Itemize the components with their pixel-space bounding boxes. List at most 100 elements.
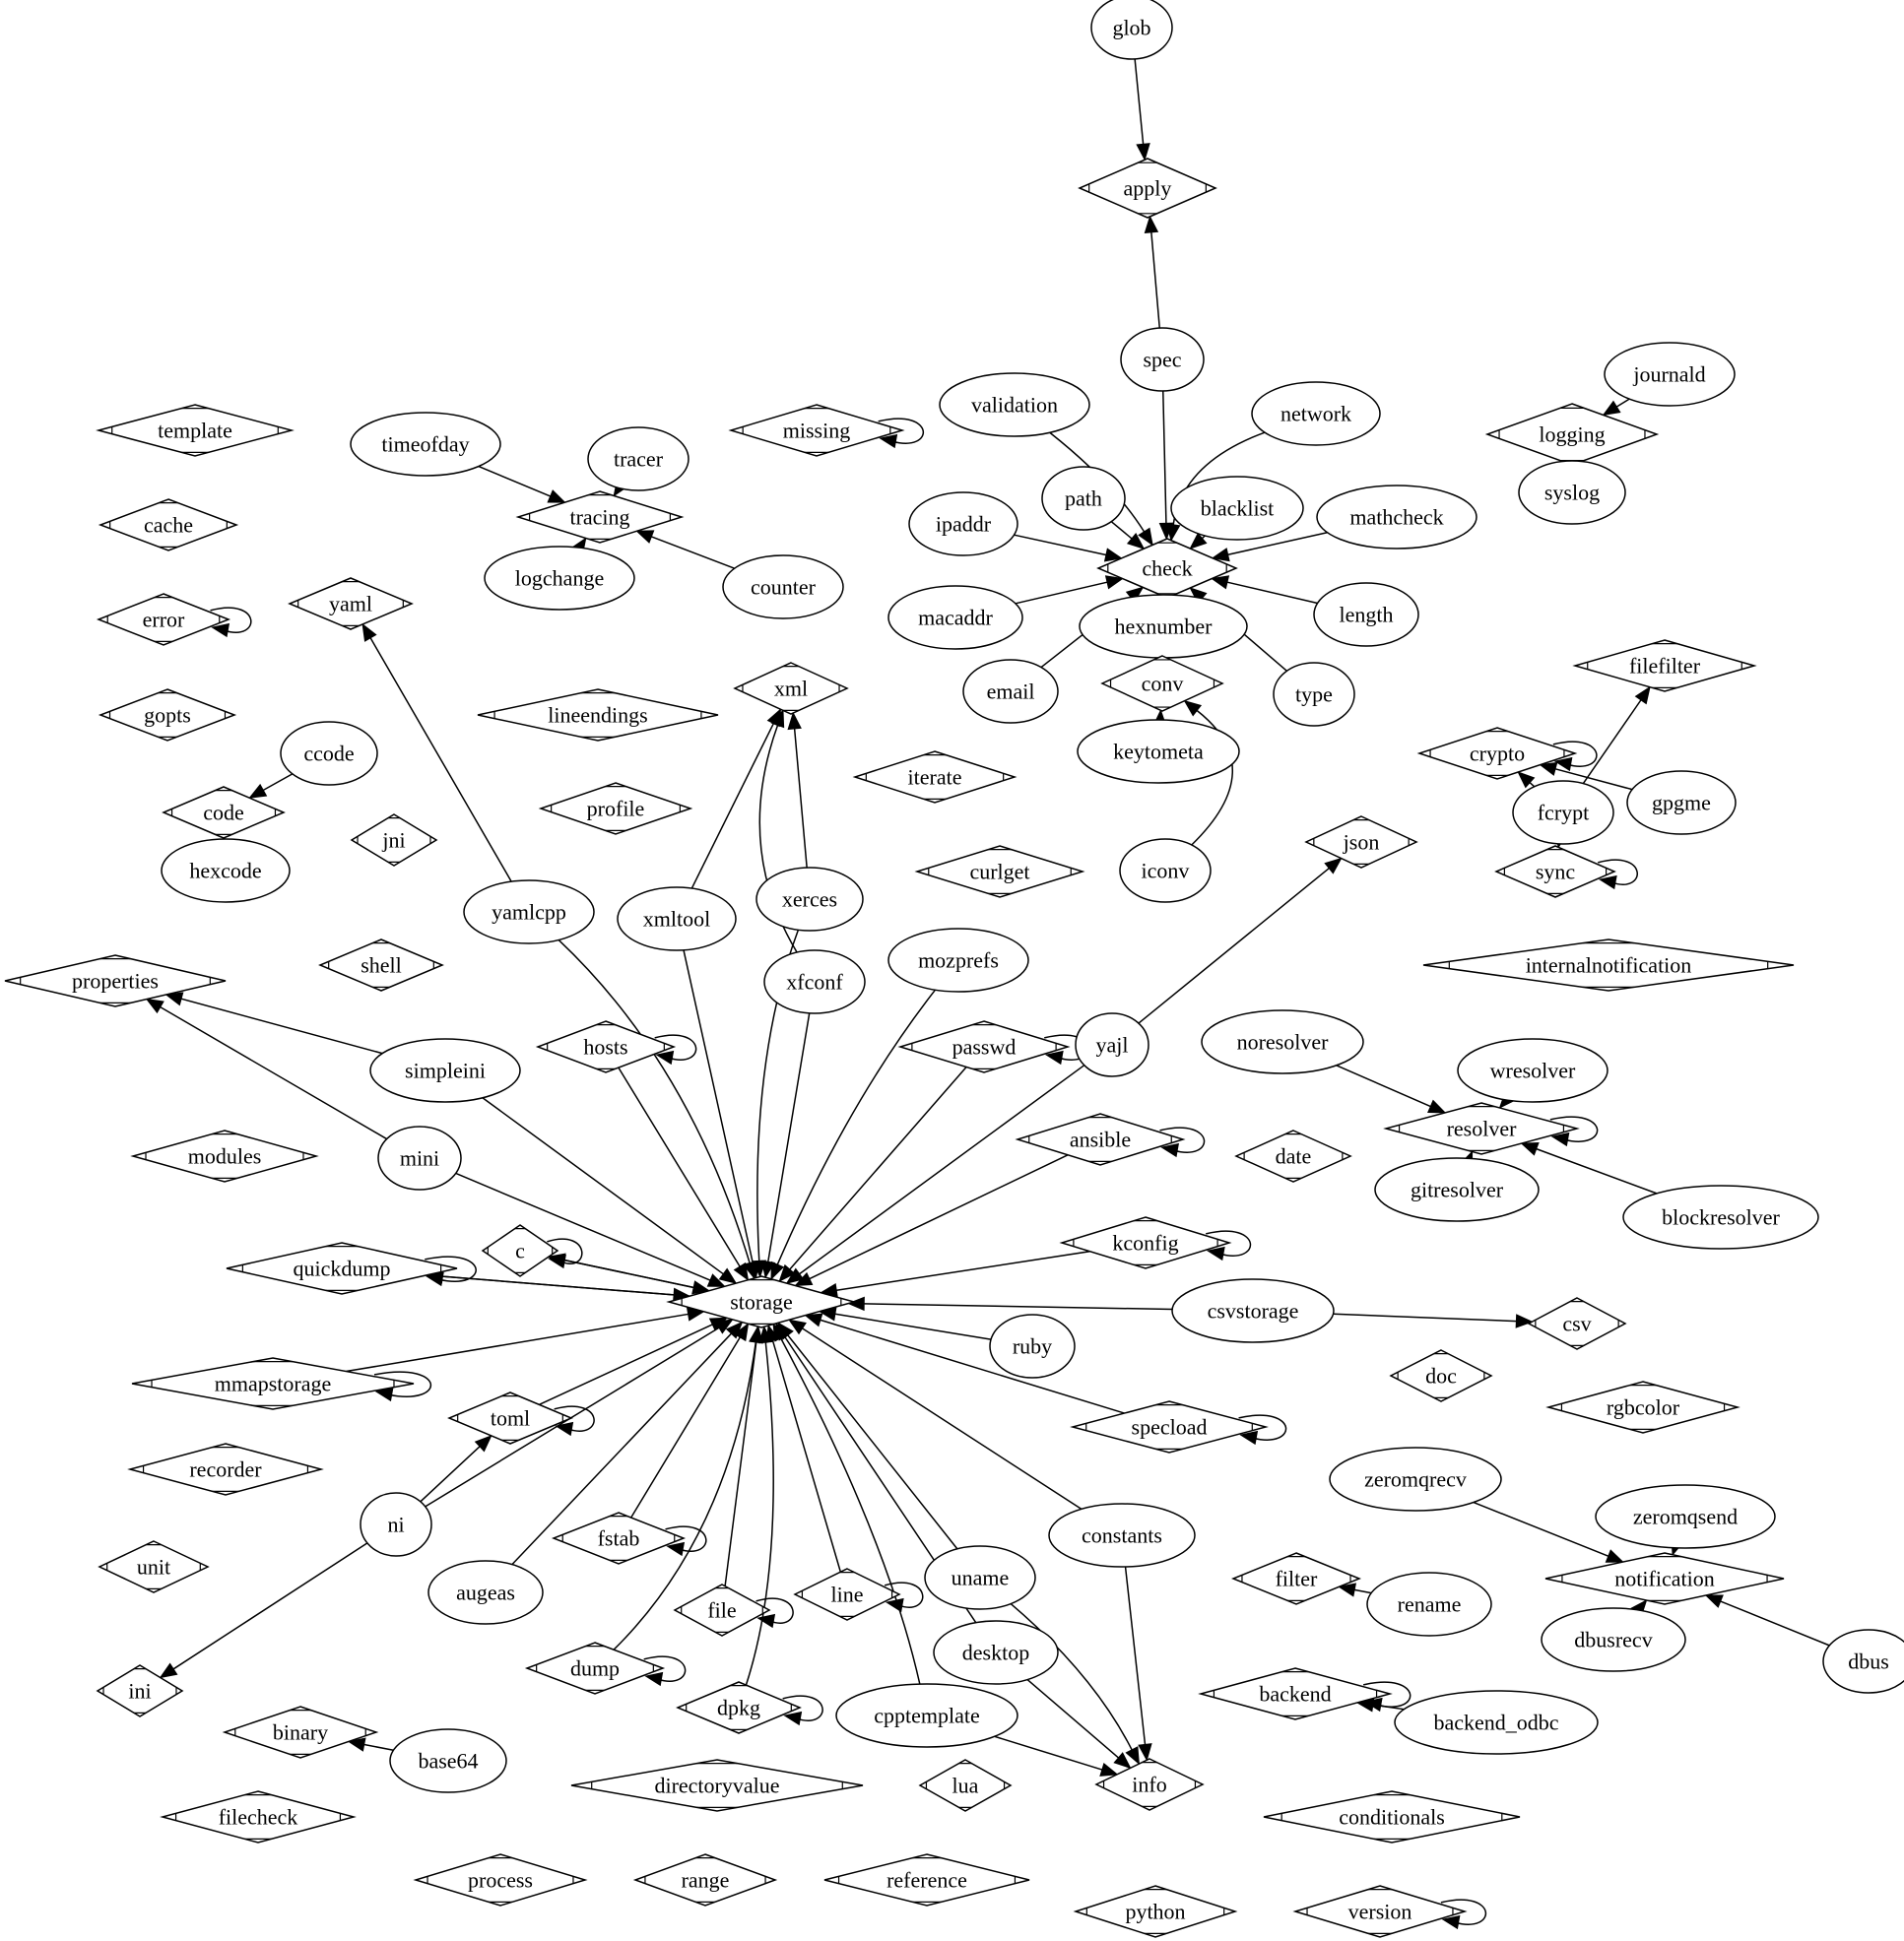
- node-check[interactable]: check: [1096, 538, 1238, 599]
- node-hosts[interactable]: hosts: [535, 1020, 677, 1073]
- node-mozprefs[interactable]: mozprefs: [887, 928, 1029, 993]
- node-reference[interactable]: reference: [823, 1853, 1030, 1907]
- node-journald[interactable]: journald: [1604, 342, 1736, 407]
- node-ccode[interactable]: ccode: [280, 721, 378, 786]
- node-ipaddr[interactable]: ipaddr: [908, 491, 1018, 556]
- node-filter[interactable]: filter: [1231, 1552, 1361, 1605]
- node-process[interactable]: process: [413, 1853, 588, 1907]
- node-mini[interactable]: mini: [377, 1126, 462, 1191]
- node-ini[interactable]: ini: [96, 1664, 184, 1717]
- node-recorder[interactable]: recorder: [127, 1443, 324, 1496]
- node-rename[interactable]: rename: [1366, 1572, 1492, 1637]
- node-base64[interactable]: base64: [389, 1728, 507, 1793]
- node-csv[interactable]: csv: [1527, 1297, 1627, 1350]
- node-xerces[interactable]: xerces: [755, 867, 864, 932]
- node-python[interactable]: python: [1073, 1885, 1238, 1938]
- node-error[interactable]: error: [96, 593, 231, 646]
- node-backend[interactable]: backend: [1198, 1667, 1393, 1720]
- node-xfconf[interactable]: xfconf: [763, 949, 866, 1014]
- node-dbus[interactable]: dbus: [1822, 1629, 1904, 1694]
- node-profile[interactable]: profile: [538, 782, 693, 835]
- node-range[interactable]: range: [632, 1853, 778, 1907]
- node-validation[interactable]: validation: [939, 372, 1090, 437]
- node-ruby[interactable]: ruby: [989, 1314, 1076, 1379]
- node-modules[interactable]: modules: [130, 1130, 319, 1183]
- node-lineendings[interactable]: lineendings: [477, 688, 719, 742]
- node-file[interactable]: file: [673, 1584, 771, 1637]
- node-missing[interactable]: missing: [728, 404, 905, 457]
- node-path[interactable]: path: [1041, 466, 1126, 531]
- node-spec[interactable]: spec: [1120, 327, 1205, 392]
- node-template[interactable]: template: [96, 404, 295, 457]
- node-line[interactable]: line: [793, 1568, 901, 1621]
- node-curlget[interactable]: curlget: [914, 845, 1085, 898]
- node-conditionals[interactable]: conditionals: [1263, 1790, 1521, 1844]
- node-yaml[interactable]: yaml: [288, 577, 414, 630]
- node-date[interactable]: date: [1234, 1130, 1352, 1183]
- node-hexcode[interactable]: hexcode: [161, 838, 291, 903]
- node-mathcheck[interactable]: mathcheck: [1316, 485, 1477, 550]
- node-filecheck[interactable]: filecheck: [160, 1790, 357, 1844]
- node-xmltool[interactable]: xmltool: [617, 886, 737, 951]
- node-doc[interactable]: doc: [1389, 1349, 1493, 1402]
- node-cache[interactable]: cache: [98, 498, 239, 551]
- node-gitresolver[interactable]: gitresolver: [1374, 1157, 1540, 1222]
- node-jni[interactable]: jni: [350, 813, 438, 867]
- node-apply[interactable]: apply: [1078, 158, 1217, 219]
- node-fstab[interactable]: fstab: [551, 1512, 687, 1565]
- node-gopts[interactable]: gopts: [98, 688, 237, 742]
- node-blockresolver[interactable]: blockresolver: [1622, 1185, 1819, 1250]
- node-notification[interactable]: notification: [1544, 1552, 1785, 1605]
- node-simpleini[interactable]: simpleini: [369, 1038, 521, 1103]
- node-json[interactable]: json: [1304, 815, 1418, 869]
- node-crypto[interactable]: crypto: [1416, 727, 1578, 780]
- node-logging[interactable]: logging: [1484, 403, 1660, 466]
- node-wresolver[interactable]: wresolver: [1457, 1038, 1609, 1103]
- node-xml[interactable]: xml: [733, 662, 849, 715]
- node-glob[interactable]: glob: [1090, 0, 1173, 60]
- node-hexnumber[interactable]: hexnumber: [1079, 594, 1248, 659]
- node-tracer[interactable]: tracer: [587, 426, 689, 491]
- node-ansible[interactable]: ansible: [1015, 1113, 1186, 1166]
- node-syslog[interactable]: syslog: [1518, 460, 1626, 525]
- node-dbusrecv[interactable]: dbusrecv: [1541, 1607, 1686, 1672]
- node-keytometa[interactable]: keytometa: [1077, 719, 1240, 784]
- node-gpgme[interactable]: gpgme: [1626, 770, 1737, 835]
- node-iterate[interactable]: iterate: [852, 750, 1018, 804]
- node-lua[interactable]: lua: [918, 1759, 1013, 1812]
- node-yajl[interactable]: yajl: [1075, 1012, 1149, 1077]
- node-conv[interactable]: conv: [1100, 655, 1224, 712]
- node-macaddr[interactable]: macaddr: [887, 585, 1023, 650]
- node-email[interactable]: email: [962, 659, 1059, 724]
- node-type[interactable]: type: [1273, 662, 1355, 727]
- node-c[interactable]: c: [481, 1224, 559, 1277]
- node-zeromqrecv[interactable]: zeromqrecv: [1329, 1447, 1502, 1512]
- node-binary[interactable]: binary: [222, 1706, 379, 1759]
- node-uname[interactable]: uname: [924, 1545, 1036, 1610]
- node-noresolver[interactable]: noresolver: [1201, 1009, 1364, 1074]
- node-directoryvalue[interactable]: directoryvalue: [570, 1759, 864, 1812]
- node-mmapstorage[interactable]: mmapstorage: [131, 1357, 415, 1410]
- node-properties[interactable]: properties: [4, 954, 227, 1007]
- node-desktop[interactable]: desktop: [933, 1620, 1059, 1685]
- node-rgbcolor[interactable]: rgbcolor: [1545, 1381, 1740, 1434]
- node-counter[interactable]: counter: [722, 554, 844, 619]
- node-unit[interactable]: unit: [98, 1540, 210, 1593]
- node-internalnotification[interactable]: internalnotification: [1422, 938, 1795, 992]
- node-iconv[interactable]: iconv: [1119, 838, 1212, 903]
- node-ni[interactable]: ni: [360, 1492, 432, 1557]
- node-timeofday[interactable]: timeofday: [350, 412, 501, 477]
- node-blacklist[interactable]: blacklist: [1170, 476, 1304, 541]
- node-constants[interactable]: constants: [1048, 1503, 1196, 1568]
- node-toml[interactable]: toml: [447, 1391, 573, 1445]
- node-info[interactable]: info: [1094, 1758, 1205, 1811]
- node-network[interactable]: network: [1251, 381, 1381, 446]
- node-quickdump[interactable]: quickdump: [226, 1242, 458, 1295]
- node-yamlcpp[interactable]: yamlcpp: [463, 879, 595, 944]
- node-code[interactable]: code: [162, 786, 286, 839]
- node-length[interactable]: length: [1313, 582, 1419, 647]
- node-storage[interactable]: storage: [666, 1275, 857, 1328]
- node-dump[interactable]: dump: [524, 1642, 666, 1695]
- node-passwd[interactable]: passwd: [897, 1020, 1071, 1073]
- node-csvstorage[interactable]: csvstorage: [1171, 1278, 1335, 1343]
